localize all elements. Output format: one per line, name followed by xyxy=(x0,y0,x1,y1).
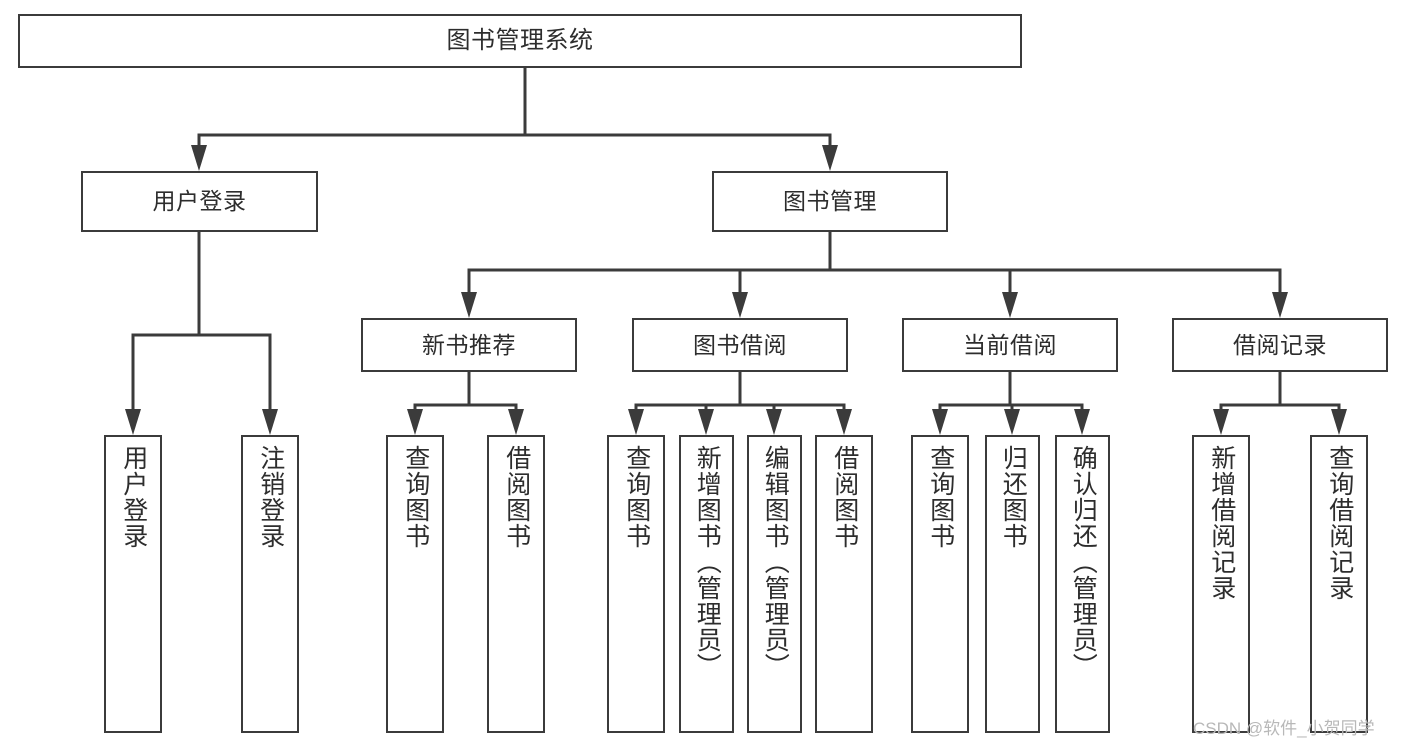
node-label-current-borrow: 当前借阅 xyxy=(963,331,1057,358)
c-userlogin-bus-arrowhead-1 xyxy=(262,409,278,435)
node-root[interactable]: 图书管理系统 xyxy=(18,14,1022,68)
node-leaf-rec-query[interactable]: 查询图书 xyxy=(386,435,444,733)
node-leaf-user-login[interactable]: 用户登录 xyxy=(104,435,162,733)
c-borrowrecord-bus-arrowhead-0 xyxy=(1213,409,1229,435)
c-borrowrecord-bus-arrowhead-1 xyxy=(1331,409,1347,435)
c-bookmanage-bus-arrowhead-3 xyxy=(1272,292,1288,318)
node-leaf-br-add[interactable]: 新增借阅记录 xyxy=(1192,435,1250,733)
node-leaf-user-logout[interactable]: 注销登录 xyxy=(241,435,299,733)
node-label-leaf-cb-confirm: 确认归还（管理员） xyxy=(1069,445,1098,679)
node-label-leaf-rec-borrow: 借阅图书 xyxy=(502,445,531,549)
node-label-leaf-bb-query: 查询图书 xyxy=(622,445,651,549)
c-bookmanage-bus-arrowhead-0 xyxy=(461,292,477,318)
node-label-leaf-bb-borrow: 借阅图书 xyxy=(830,445,859,549)
node-leaf-cb-return[interactable]: 归还图书 xyxy=(985,435,1040,733)
node-label-leaf-bb-add: 新增图书（管理员） xyxy=(693,445,722,679)
node-label-book-borrow: 图书借阅 xyxy=(693,331,787,358)
node-label-user-login: 用户登录 xyxy=(152,188,247,215)
node-book-borrow[interactable]: 图书借阅 xyxy=(632,318,848,372)
c-root-bus-arrowhead-1 xyxy=(822,145,838,171)
c-newbookrec-bus-arrowhead-0 xyxy=(407,409,423,435)
c-currentborrow-bus-arrowhead-2 xyxy=(1074,409,1090,435)
node-label-book-manage: 图书管理 xyxy=(783,188,877,215)
node-book-manage[interactable]: 图书管理 xyxy=(712,171,948,232)
node-label-leaf-cb-query: 查询图书 xyxy=(926,445,955,549)
c-userlogin-bus-arrowhead-0 xyxy=(125,409,141,435)
node-label-leaf-rec-query: 查询图书 xyxy=(401,445,430,549)
node-label-borrow-record: 借阅记录 xyxy=(1233,331,1327,358)
c-currentborrow-bus-arrowhead-0 xyxy=(932,409,948,435)
c-bookborrow-bus-arrowhead-0 xyxy=(628,409,644,435)
node-leaf-bb-borrow[interactable]: 借阅图书 xyxy=(815,435,873,733)
node-current-borrow[interactable]: 当前借阅 xyxy=(902,318,1118,372)
c-bookborrow-bus-arrowhead-3 xyxy=(836,409,852,435)
node-leaf-bb-query[interactable]: 查询图书 xyxy=(607,435,665,733)
node-leaf-bb-add[interactable]: 新增图书（管理员） xyxy=(679,435,734,733)
node-label-leaf-user-login: 用户登录 xyxy=(119,445,148,549)
c-currentborrow-bus-arrowhead-1 xyxy=(1004,409,1020,435)
node-new-book-rec[interactable]: 新书推荐 xyxy=(361,318,577,372)
node-user-login[interactable]: 用户登录 xyxy=(81,171,318,232)
c-bookmanage-bus-arrowhead-1 xyxy=(732,292,748,318)
node-label-leaf-br-query: 查询借阅记录 xyxy=(1325,445,1354,601)
node-leaf-br-query[interactable]: 查询借阅记录 xyxy=(1310,435,1368,733)
node-label-leaf-cb-return: 归还图书 xyxy=(999,445,1028,549)
c-bookborrow-bus-arrowhead-1 xyxy=(698,409,714,435)
node-leaf-rec-borrow[interactable]: 借阅图书 xyxy=(487,435,545,733)
node-label-leaf-user-logout: 注销登录 xyxy=(256,445,285,549)
c-bookmanage-bus-arrowhead-2 xyxy=(1002,292,1018,318)
c-newbookrec-bus-arrowhead-1 xyxy=(508,409,524,435)
node-borrow-record[interactable]: 借阅记录 xyxy=(1172,318,1388,372)
node-label-new-book-rec: 新书推荐 xyxy=(422,331,516,358)
node-label-leaf-bb-edit: 编辑图书（管理员） xyxy=(761,445,790,679)
node-leaf-bb-edit[interactable]: 编辑图书（管理员） xyxy=(747,435,802,733)
node-label-leaf-br-add: 新增借阅记录 xyxy=(1207,445,1236,601)
node-label-root: 图书管理系统 xyxy=(446,27,594,55)
node-leaf-cb-query[interactable]: 查询图书 xyxy=(911,435,969,733)
connector-group xyxy=(125,66,1347,435)
c-root-bus-arrowhead-0 xyxy=(191,145,207,171)
c-bookborrow-bus-arrowhead-2 xyxy=(766,409,782,435)
node-leaf-cb-confirm[interactable]: 确认归还（管理员） xyxy=(1055,435,1110,733)
